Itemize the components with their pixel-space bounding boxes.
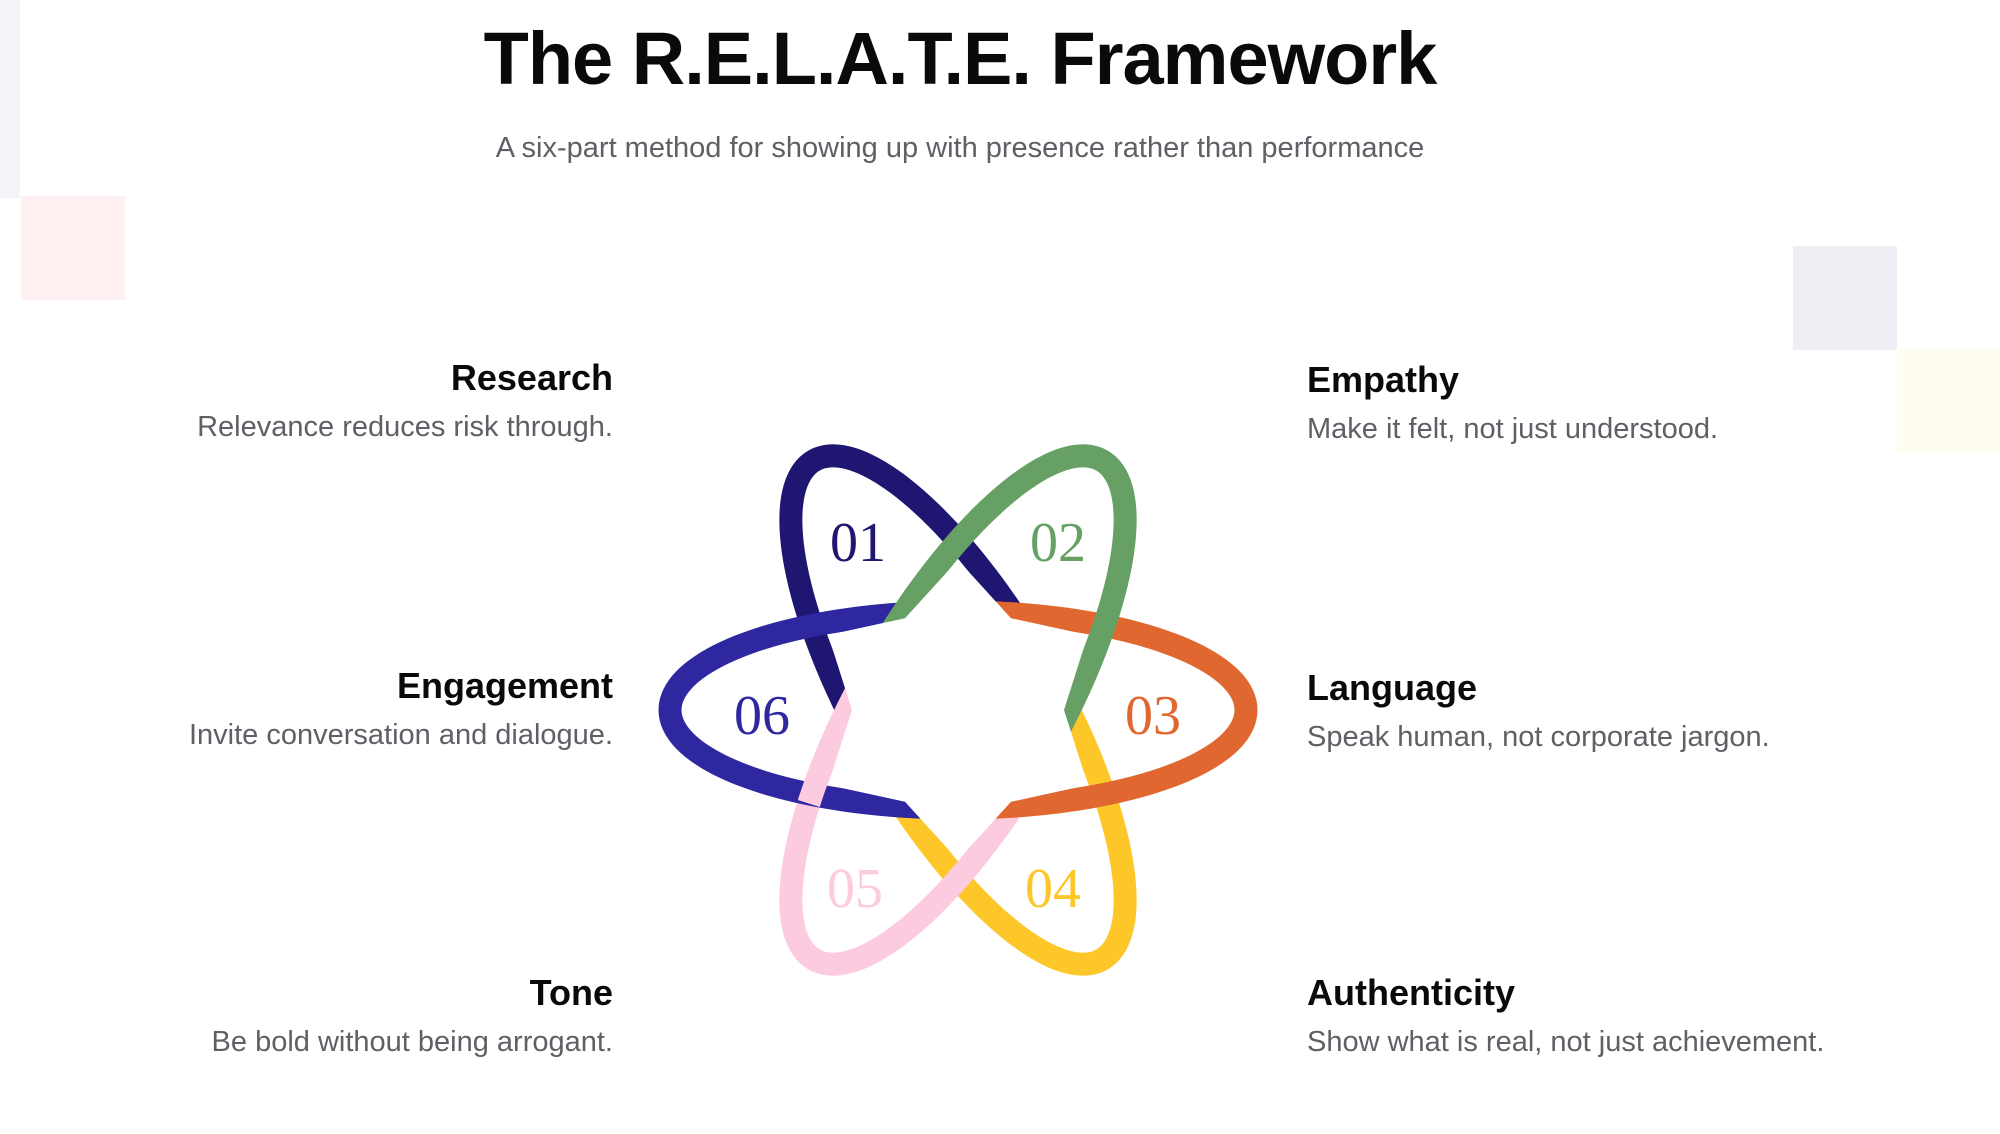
- step-number-03: 03: [1125, 685, 1181, 747]
- item-description: Relevance reduces risk through.: [197, 411, 613, 443]
- item-heading: Empathy: [1307, 359, 1460, 400]
- decor-yellow-square: [1897, 350, 2000, 452]
- step-number-04: 04: [1025, 858, 1081, 920]
- item-heading: Language: [1307, 667, 1478, 708]
- item-language: Language Speak human, not corporate jarg…: [1307, 666, 1947, 754]
- item-empathy: Empathy Make it felt, not just understoo…: [1307, 358, 1947, 446]
- ring-segment-02: [863, 444, 1137, 765]
- item-heading: Engagement: [396, 665, 613, 706]
- page-subtitle: A six-part method for showing up with pr…: [495, 132, 1425, 164]
- step-number-01: 01: [830, 512, 886, 574]
- item-heading: Tone: [529, 972, 613, 1013]
- item-description: Invite conversation and dialogue.: [188, 719, 613, 751]
- page-title: The R.E.L.A.T.E. Framework: [483, 17, 1438, 100]
- step-numbers: 01 02 03 04 05 06: [734, 512, 1181, 920]
- decor-pink-square: [21, 196, 125, 300]
- step-number-06: 06: [734, 685, 790, 747]
- item-description: Make it felt, not just understood.: [1307, 413, 1719, 445]
- decor-lilac-square: [1793, 246, 1897, 350]
- center-star: [828, 560, 1088, 860]
- step-number-05: 05: [827, 858, 883, 920]
- item-description: Be bold without being arrogant.: [211, 1026, 613, 1058]
- decor-lilac-strip: [0, 0, 20, 198]
- item-tone: Tone Be bold without being arrogant.: [0, 971, 613, 1059]
- item-description: Speak human, not corporate jargon.: [1307, 721, 1770, 753]
- item-description: Show what is real, not just achievement.: [1307, 1026, 1825, 1058]
- ring-group: [658, 444, 1258, 976]
- item-engagement: Engagement Invite conversation and dialo…: [0, 664, 613, 752]
- step-number-02: 02: [1030, 512, 1086, 574]
- item-research: Research Relevance reduces risk through.: [0, 356, 613, 444]
- item-authenticity: Authenticity Show what is real, not just…: [1307, 971, 1947, 1059]
- item-heading: Research: [450, 357, 613, 398]
- item-heading: Authenticity: [1307, 972, 1516, 1013]
